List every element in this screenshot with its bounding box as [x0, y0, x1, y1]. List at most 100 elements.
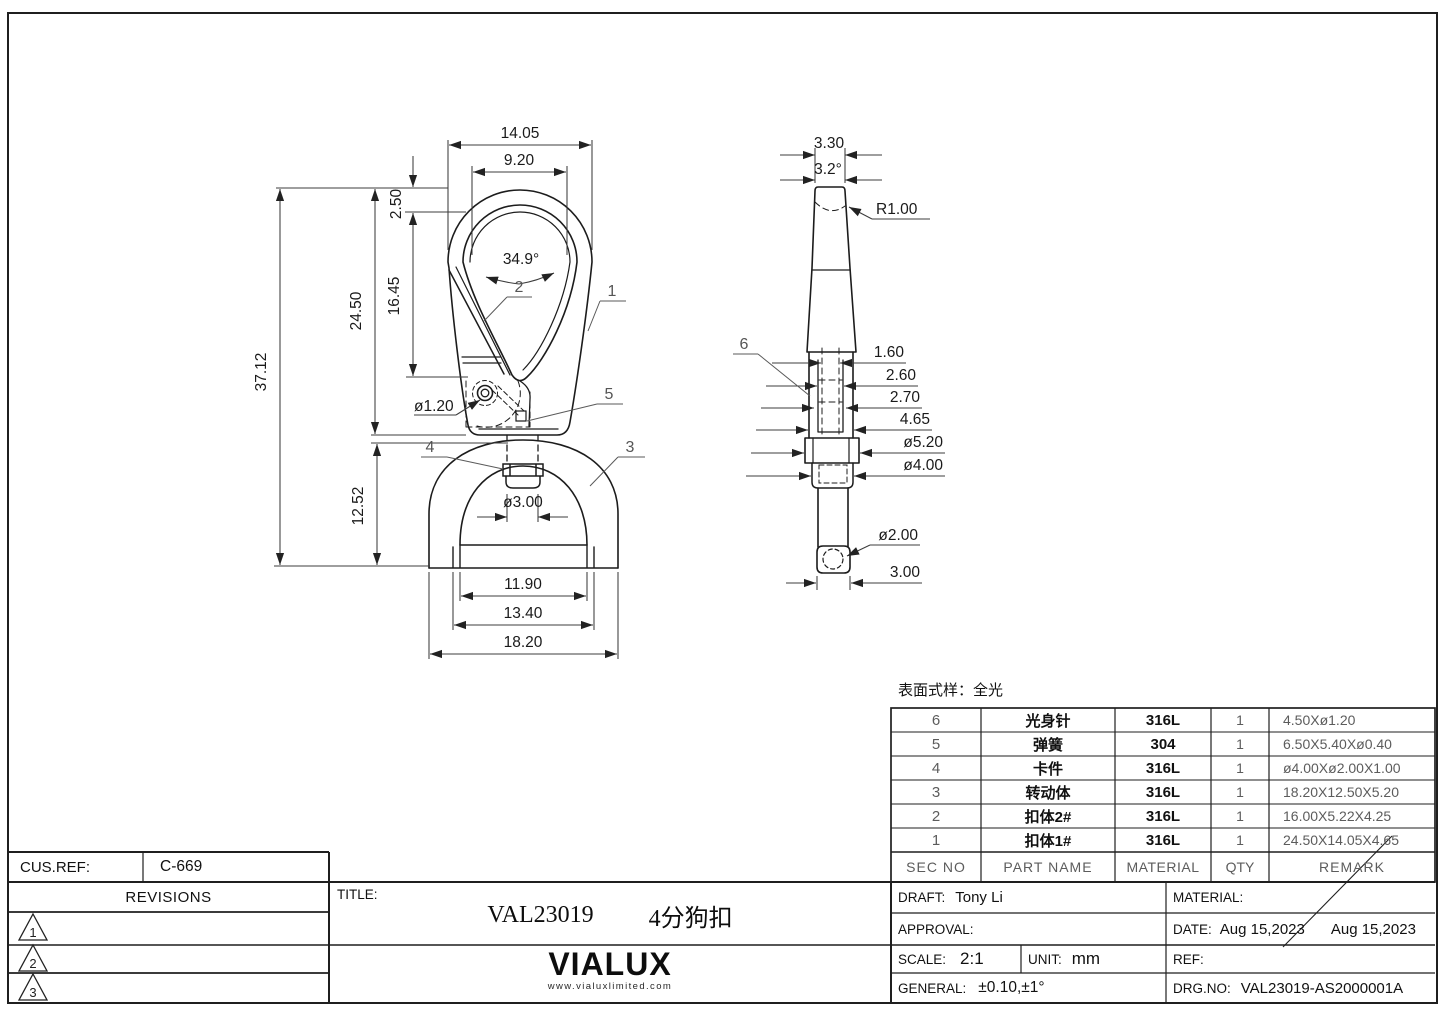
draft-label: DRAFT:	[898, 890, 946, 905]
dim-foot-width: 3.00	[890, 564, 921, 581]
sheet-border	[7, 12, 1438, 1004]
scale-label: SCALE:	[898, 951, 947, 967]
title-line: VAL23019 4分狗扣	[329, 893, 891, 937]
date-slash-line	[1282, 835, 1393, 948]
table-cell-qty: 1	[1236, 712, 1244, 728]
table-cell-remark: ø4.00Xø2.00X1.00	[1283, 760, 1401, 776]
dim-collar-dia: ø5.20	[903, 434, 943, 451]
dim-opening-angle: 34.9°	[503, 251, 539, 268]
revision-triangle-3	[17, 972, 49, 1001]
revision-number-1: 1	[29, 925, 36, 940]
table-cell-remark: 4.50Xø1.20	[1283, 712, 1356, 728]
dim-pivot-hole: ø1.20	[414, 398, 454, 415]
table-cell-remark: 6.50X5.40Xø0.40	[1283, 736, 1392, 752]
table-cell-remark: 24.50X14.05X4.65	[1283, 832, 1399, 848]
table-cell-material: 316L	[1145, 711, 1181, 729]
part-label-body: 1	[608, 283, 617, 300]
dim-neck-dia: ø4.00	[903, 457, 943, 474]
table-cell-sec: 5	[931, 735, 941, 753]
table-header-material: MATERIAL	[1126, 859, 1200, 875]
dim-tip-width: 3.30	[814, 135, 845, 152]
side-view-dim-texts: 3.30 3.2° R1.00 1.60 2.60 2.70 4.65 ø5.2…	[814, 135, 943, 581]
table-cell-name: 弹簧	[1032, 736, 1063, 754]
general-value: ±0.10,±1°	[978, 979, 1045, 996]
part-label-leaders	[421, 296, 811, 487]
draft-row: DRAFT: Tony Li	[898, 882, 1003, 913]
dim-inner-width: 9.20	[504, 152, 535, 169]
part-label-gate: 2	[515, 279, 524, 296]
dim-total-height: 37.12	[253, 353, 270, 392]
ref-label: REF:	[1173, 951, 1204, 967]
dim-opening-depth: 16.45	[386, 277, 403, 316]
table-cell-qty: 1	[1236, 784, 1244, 800]
table-cell-material: 316L	[1145, 759, 1181, 777]
unit-label: UNIT:	[1028, 951, 1062, 967]
date-label: DATE:	[1173, 921, 1212, 937]
dim-swivel-height: 12.52	[350, 487, 367, 526]
part-name-title: 4分狗扣	[648, 905, 733, 932]
dimension-lines	[274, 140, 945, 659]
table-cell-name: 转动体	[1025, 784, 1071, 802]
unit-row: UNIT: mm	[1028, 945, 1100, 973]
table-cell-material: 316L	[1145, 807, 1181, 825]
material-row: MATERIAL:	[1173, 882, 1243, 913]
ref-row: REF:	[1173, 945, 1204, 973]
drg-no-row: DRG.NO: VAL23019-AS2000001A	[1173, 973, 1403, 1003]
title-label: TITLE:	[337, 887, 378, 902]
scale-value: 2:1	[960, 949, 984, 968]
table-header-part-name: PART NAME	[1003, 859, 1093, 875]
dim-bar-width: 13.40	[504, 605, 543, 622]
drg-no-value: VAL23019-AS2000001A	[1240, 979, 1404, 997]
dim-stem-dia: ø3.00	[503, 494, 543, 511]
dim-nose-radius: R1.00	[876, 201, 918, 218]
table-cell-name: 扣体1#	[1024, 832, 1072, 850]
dim-inner-width: 2.60	[886, 367, 917, 384]
dim-hole-dia: ø2.00	[878, 527, 918, 544]
revision-numbers: 1 2 3	[29, 925, 36, 1000]
revision-number-3: 3	[29, 985, 36, 1000]
table-cell-remark: 18.20X12.50X5.20	[1283, 784, 1399, 800]
table-header-sec-no: SEC NO	[906, 859, 966, 875]
table-cell-material: 316L	[1145, 831, 1181, 849]
part-label-clip: 4	[426, 439, 435, 456]
table-header-qty: QTY	[1225, 859, 1255, 875]
material-label: MATERIAL:	[1173, 890, 1244, 905]
revision-number-2: 2	[29, 956, 36, 971]
logo-text: VIALUX	[548, 946, 672, 982]
part-label-texts: 1 2 3 4 5 6	[426, 279, 749, 456]
general-row: GENERAL: ±0.10,±1°	[898, 973, 1045, 1003]
table-cell-qty: 1	[1236, 808, 1244, 824]
revision-triangle-1	[17, 912, 49, 941]
table-cell-sec: 3	[931, 783, 941, 801]
part-label-swivel: 3	[626, 439, 635, 456]
front-view-dim-texts: 14.05 9.20 2.50 16.45 24.50 37.12 12.52 …	[253, 125, 543, 651]
table-cell-sec: 1	[931, 831, 941, 849]
logo-url: www.vialuxlimited.com	[547, 981, 673, 992]
draft-value: Tony Li	[955, 889, 1003, 906]
revision-triangles	[17, 912, 49, 1001]
scale-row: SCALE: 2:1	[898, 945, 984, 973]
dim-slot-width: 11.90	[504, 576, 542, 593]
front-view-outline	[428, 189, 619, 569]
drg-no-label: DRG.NO:	[1173, 980, 1231, 996]
unit-value: mm	[1071, 949, 1101, 968]
table-cell-sec: 6	[931, 711, 941, 729]
table-cell-name: 光身针	[1025, 712, 1071, 730]
dim-slot: 1.60	[874, 344, 905, 361]
logo: VIALUX www.vialuxlimited.com	[329, 946, 891, 992]
approval-label: APPROVAL:	[898, 921, 974, 937]
revisions-label: REVISIONS	[125, 888, 212, 906]
dim-dring-width: 18.20	[504, 634, 543, 651]
table-cell-material: 304	[1150, 735, 1176, 753]
revision-triangle-2	[17, 943, 49, 972]
table-header-remark: REMARK	[1319, 859, 1385, 875]
table-cell-qty: 1	[1236, 760, 1244, 776]
general-label: GENERAL:	[898, 980, 967, 996]
table-cell-material: 316L	[1145, 783, 1181, 801]
table-cell-sec: 4	[931, 759, 941, 777]
date-value-2: Aug 15,2023	[1330, 920, 1416, 938]
dim-taper-angle: 3.2°	[814, 161, 842, 178]
approval-row: APPROVAL:	[898, 913, 974, 945]
